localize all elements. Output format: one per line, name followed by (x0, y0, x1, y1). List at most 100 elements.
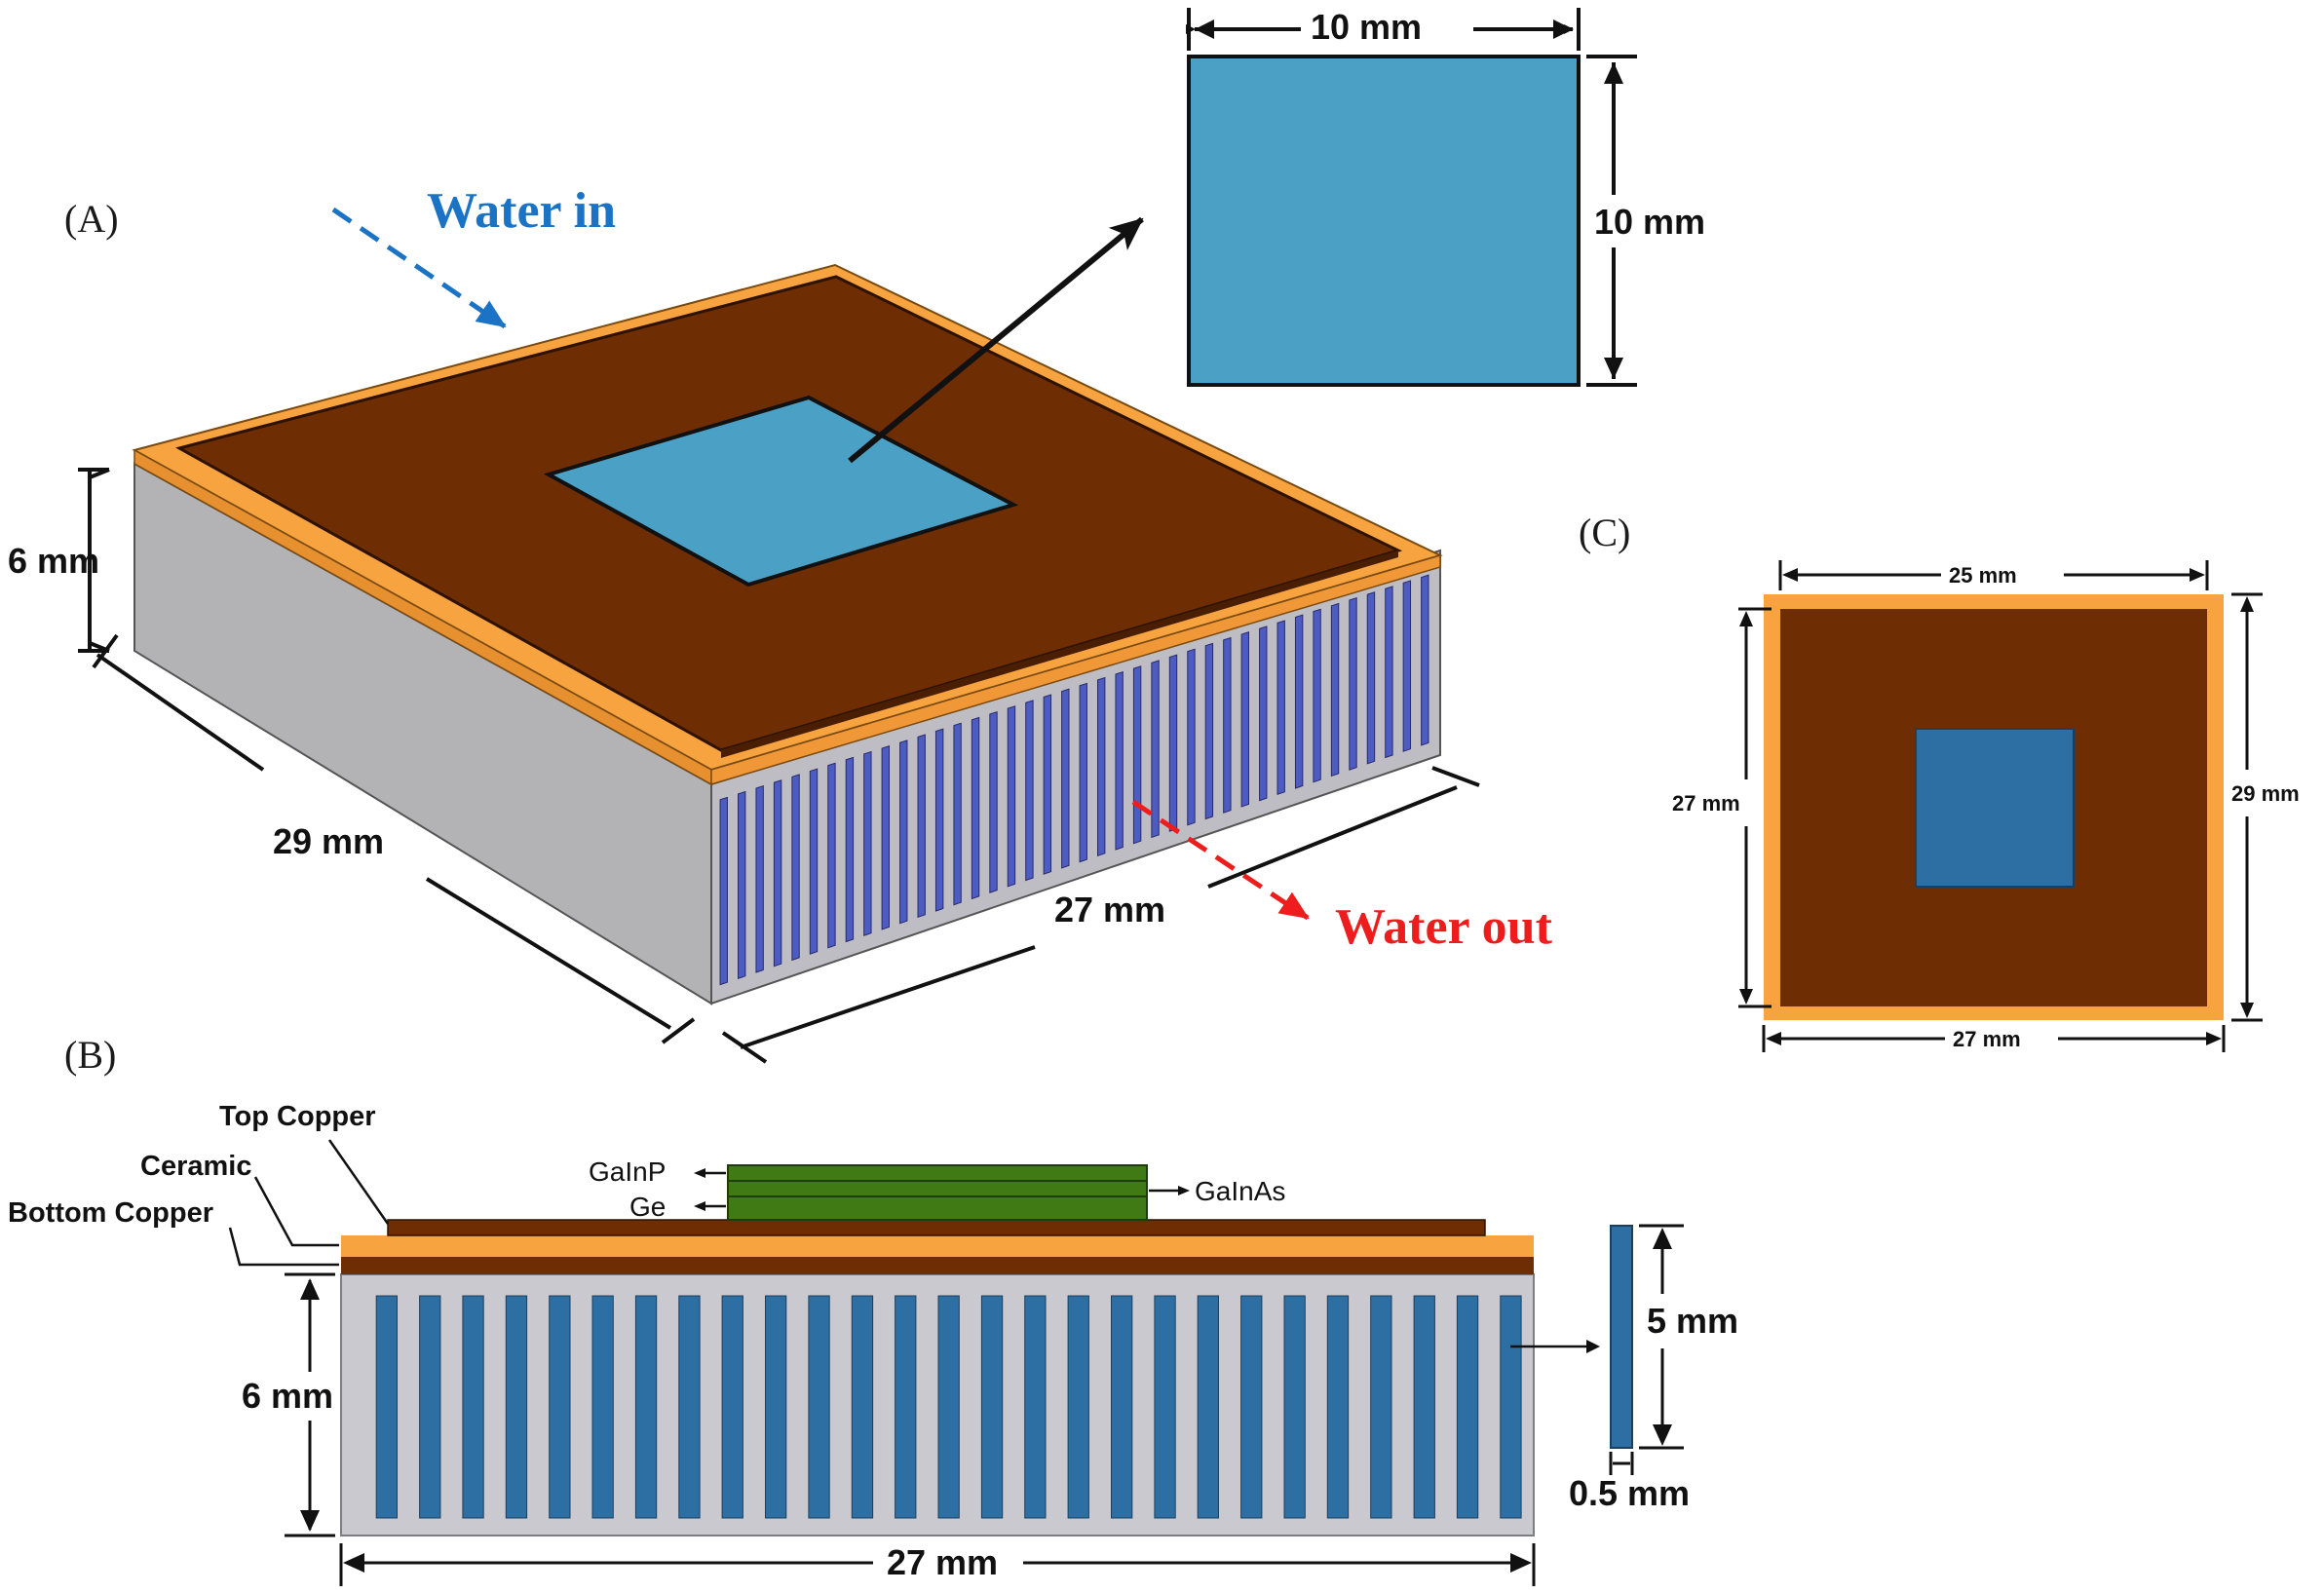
ceramic-front-strip (710, 553, 1441, 786)
section-channel (1024, 1295, 1047, 1519)
sink-width-dimension (721, 766, 1480, 1064)
fin-channel (1421, 574, 1429, 746)
fin-channel (1204, 642, 1214, 820)
ceramic-layer (341, 1235, 1534, 1257)
detail-pointer-arrow (848, 216, 1144, 464)
fin-channel (971, 716, 980, 900)
fin-channel (1240, 631, 1249, 808)
section-channel (1500, 1295, 1522, 1519)
front-channel-fins (719, 574, 1429, 986)
section-channel (808, 1295, 830, 1519)
fin-channel (1132, 665, 1142, 845)
fin-channel (1115, 670, 1124, 851)
ceramic-width-label: 27 mm (1953, 1027, 2021, 1051)
section-channel (678, 1295, 701, 1519)
fin-channel (917, 734, 926, 919)
chip-detail: 10 mm 10 mm (1186, 7, 1705, 387)
ge-layer (727, 1195, 1148, 1221)
fin-channel (934, 728, 944, 912)
panel-a-isometric: Water in Water out 6 mm 29 mm 27 m (8, 183, 1553, 1064)
sink-height-dimension (78, 468, 110, 653)
fin-channel (1313, 608, 1321, 783)
section-channel (375, 1295, 399, 1519)
fin-channel (899, 740, 908, 925)
fin-channel (1025, 700, 1034, 882)
fin-channel (719, 796, 728, 986)
gainp-label: GaInP (589, 1157, 666, 1187)
fin-channel (1079, 682, 1087, 863)
section-channel (462, 1295, 484, 1519)
fin-channel (1061, 688, 1070, 869)
section-channel (721, 1295, 743, 1519)
solar-cell-square (543, 395, 1019, 588)
fin-channel (755, 784, 764, 973)
sink-width-label: 27 mm (1054, 890, 1165, 929)
fin-channel (845, 756, 855, 943)
section-channel (1111, 1295, 1133, 1519)
fin-channel (1402, 580, 1412, 752)
section-channel (1197, 1295, 1219, 1519)
top-copper-width-label: 25 mm (1949, 563, 2017, 588)
sink-height-label: 6 mm (8, 541, 99, 581)
water-in-label: Water in (427, 183, 616, 239)
section-channel (1456, 1295, 1479, 1519)
section-height-label: 6 mm (242, 1376, 333, 1416)
fin-channel (1097, 676, 1106, 857)
chip-height-label: 10 mm (1594, 202, 1705, 242)
section-channel (1067, 1295, 1089, 1519)
fin-channel (1385, 586, 1393, 759)
panel-a-label: (A) (64, 197, 119, 241)
fin-channel (1349, 596, 1357, 771)
fin-channel (1330, 602, 1340, 778)
section-channel (980, 1295, 1004, 1519)
channel-height-label: 5 mm (1647, 1301, 1738, 1341)
section-channel (851, 1295, 874, 1519)
chip-width-label: 10 mm (1311, 7, 1422, 47)
section-channel (419, 1295, 441, 1519)
section-channel (1154, 1295, 1176, 1519)
water-out-arrow (1131, 799, 1310, 921)
panel-c-top-view: 25 mm 27 mm 29 mm 27 mm (1672, 560, 2300, 1052)
section-channel (1326, 1295, 1350, 1519)
fin-channel (1187, 648, 1196, 826)
section-channel (765, 1295, 787, 1519)
section-channels (375, 1295, 1522, 1519)
gainp-layer (727, 1164, 1148, 1182)
section-channel (937, 1295, 960, 1519)
fin-channel (791, 774, 800, 962)
chip-detail-square (1187, 55, 1581, 387)
panel-b-label: (B) (64, 1033, 116, 1077)
fin-channel (1223, 636, 1232, 814)
fin-channel (1007, 705, 1016, 888)
section-channel (1370, 1295, 1392, 1519)
gainas-label: GaInAs (1195, 1176, 1285, 1206)
channel-width-label: 0.5 mm (1569, 1473, 1690, 1513)
water-out-label: Water out (1335, 899, 1553, 955)
panel-b-cross-section: GaInP Ge GaInAs Top Copper Ceramic Botto… (8, 1101, 1738, 1586)
fin-channel (953, 722, 962, 906)
cell-square (1915, 728, 2075, 888)
fin-channel (773, 779, 782, 967)
ge-label: Ge (629, 1192, 666, 1222)
gainas-layer (727, 1180, 1148, 1197)
fin-channel (1294, 614, 1304, 789)
section-channel (895, 1295, 917, 1519)
panel-c-label: (C) (1579, 511, 1630, 554)
section-channel (1240, 1295, 1263, 1519)
section-channel (591, 1295, 614, 1519)
section-channel (549, 1295, 571, 1519)
single-channel (1610, 1225, 1633, 1449)
fin-channel (738, 790, 746, 980)
section-channel (505, 1295, 528, 1519)
fin-channel (827, 762, 836, 949)
top-copper-edge (721, 550, 1398, 758)
top-copper-label: Top Copper (219, 1101, 376, 1132)
ceramic-label: Ceramic (140, 1151, 251, 1182)
water-in-arrow (331, 207, 507, 329)
fin-channel (1259, 626, 1268, 802)
side-height-label: 27 mm (1672, 791, 1740, 815)
fin-channel (1151, 660, 1160, 839)
top-copper-layer (387, 1219, 1486, 1236)
sink-depth-dimension (92, 633, 696, 1044)
